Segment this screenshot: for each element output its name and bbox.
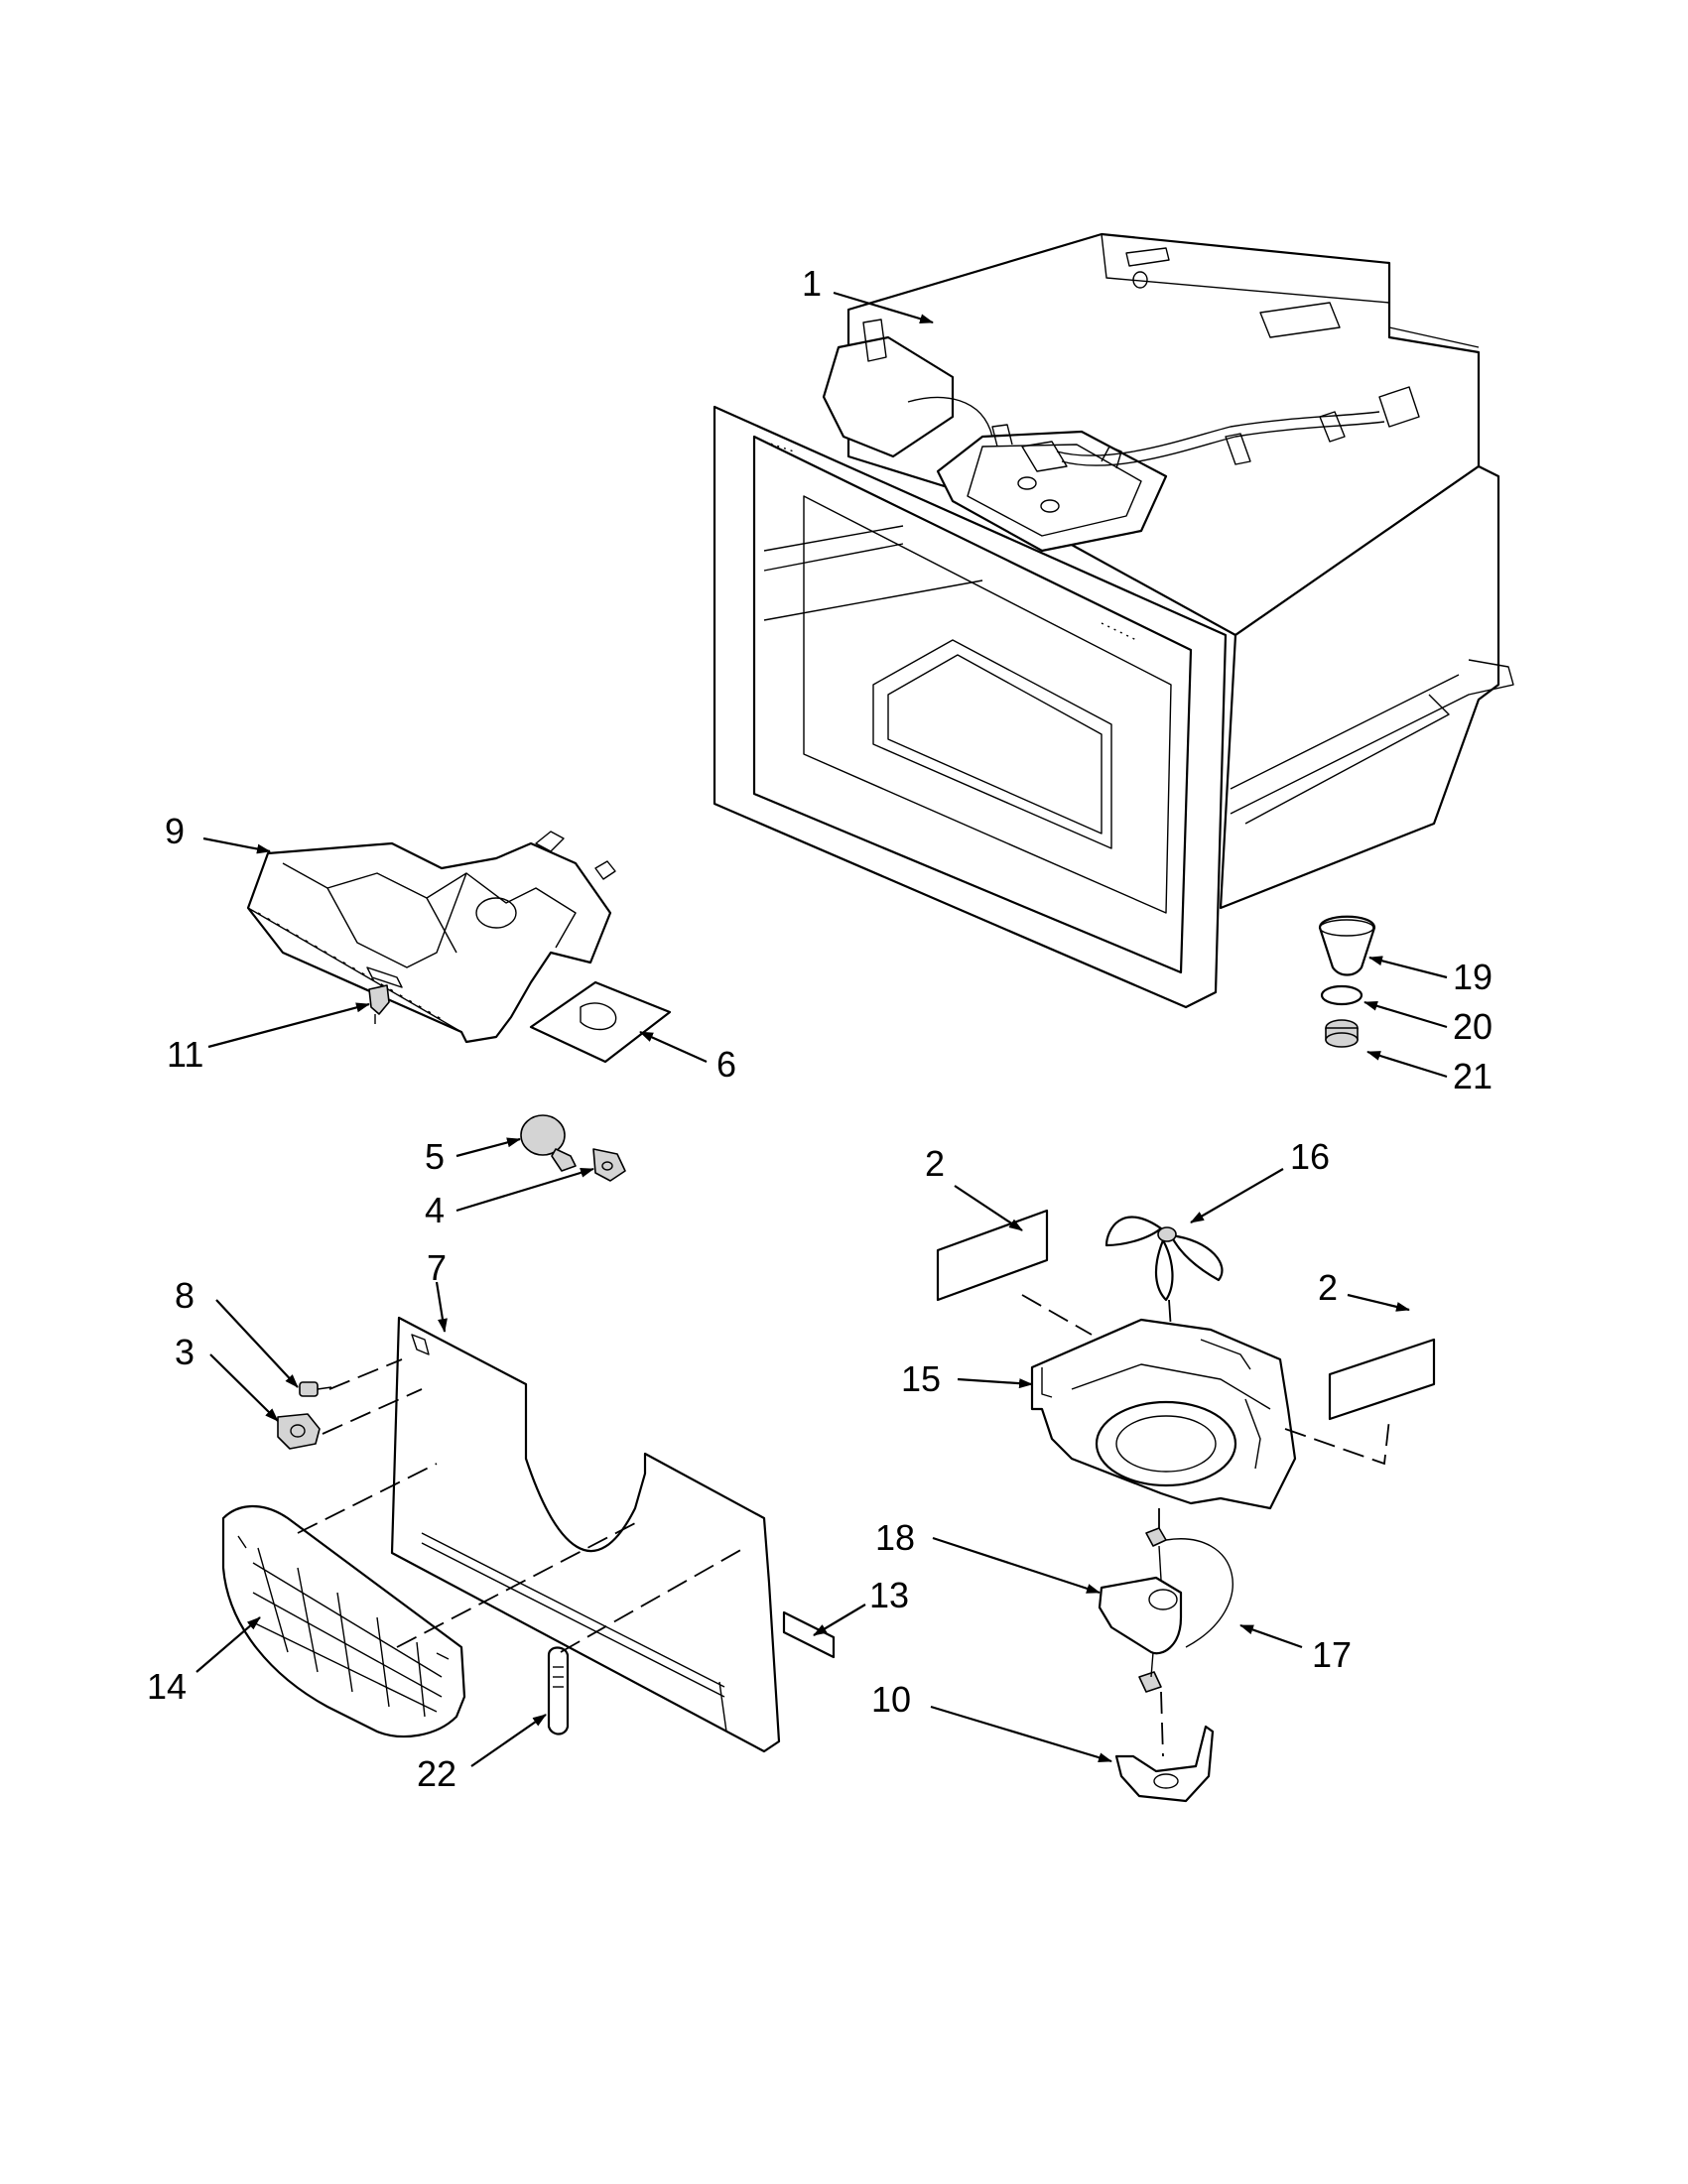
callout-17: 17 <box>1312 1634 1352 1675</box>
rear-panel-part <box>390 1316 781 1753</box>
foam-block-left-part <box>936 1209 1049 1302</box>
switch-part <box>368 984 390 1024</box>
callout-14: 14 <box>147 1666 187 1707</box>
callout-22: 22 <box>417 1753 456 1794</box>
callout-15: 15 <box>901 1358 941 1399</box>
fan-motor-part <box>1098 1527 1234 1693</box>
callout-3: 3 <box>175 1332 195 1372</box>
callout-7: 7 <box>427 1247 447 1288</box>
callout-11: 11 <box>167 1034 203 1075</box>
thermistor-clip-part <box>547 1646 570 1735</box>
callout-labels: 1 2 2 3 4 5 6 7 8 9 10 11 13 14 15 16 17… <box>147 263 1493 1794</box>
grille-part <box>221 1504 466 1738</box>
ice-bin-housing-part <box>246 831 616 1044</box>
callout-4: 4 <box>425 1190 445 1230</box>
foam-block-right-part <box>1328 1338 1436 1421</box>
callout-20: 20 <box>1453 1006 1493 1047</box>
fan-shroud-part <box>1030 1318 1297 1510</box>
assembly-guide-lines <box>297 1294 1390 1757</box>
callout-8: 8 <box>175 1275 195 1316</box>
callout-10: 10 <box>871 1679 911 1720</box>
drain-funnel-part <box>1318 915 1376 976</box>
light-bulb-part <box>520 1114 577 1172</box>
screw-part <box>299 1381 332 1397</box>
callout-5: 5 <box>425 1136 445 1177</box>
freezer-liner-part <box>713 232 1514 1009</box>
fan-blade-part <box>1104 1216 1224 1302</box>
callout-19: 19 <box>1453 957 1493 997</box>
leader-arrows <box>195 291 1448 1767</box>
callout-18: 18 <box>875 1517 915 1558</box>
foam-strip-part <box>782 1610 836 1659</box>
lamp-bracket-part <box>277 1413 321 1450</box>
o-ring-part <box>1320 984 1363 1006</box>
callout-16: 16 <box>1290 1136 1330 1177</box>
callout-2b: 2 <box>1318 1267 1338 1308</box>
callout-2a: 2 <box>925 1143 945 1184</box>
callout-9: 9 <box>165 811 185 851</box>
bulb-socket-part <box>592 1148 626 1182</box>
motor-bracket-part <box>1114 1725 1215 1803</box>
drain-plug-part <box>1325 1019 1359 1048</box>
callout-13: 13 <box>869 1575 909 1615</box>
callout-21: 21 <box>1453 1056 1493 1096</box>
callout-6: 6 <box>716 1044 736 1085</box>
gasket-part <box>529 980 672 1064</box>
callout-1: 1 <box>802 263 822 304</box>
